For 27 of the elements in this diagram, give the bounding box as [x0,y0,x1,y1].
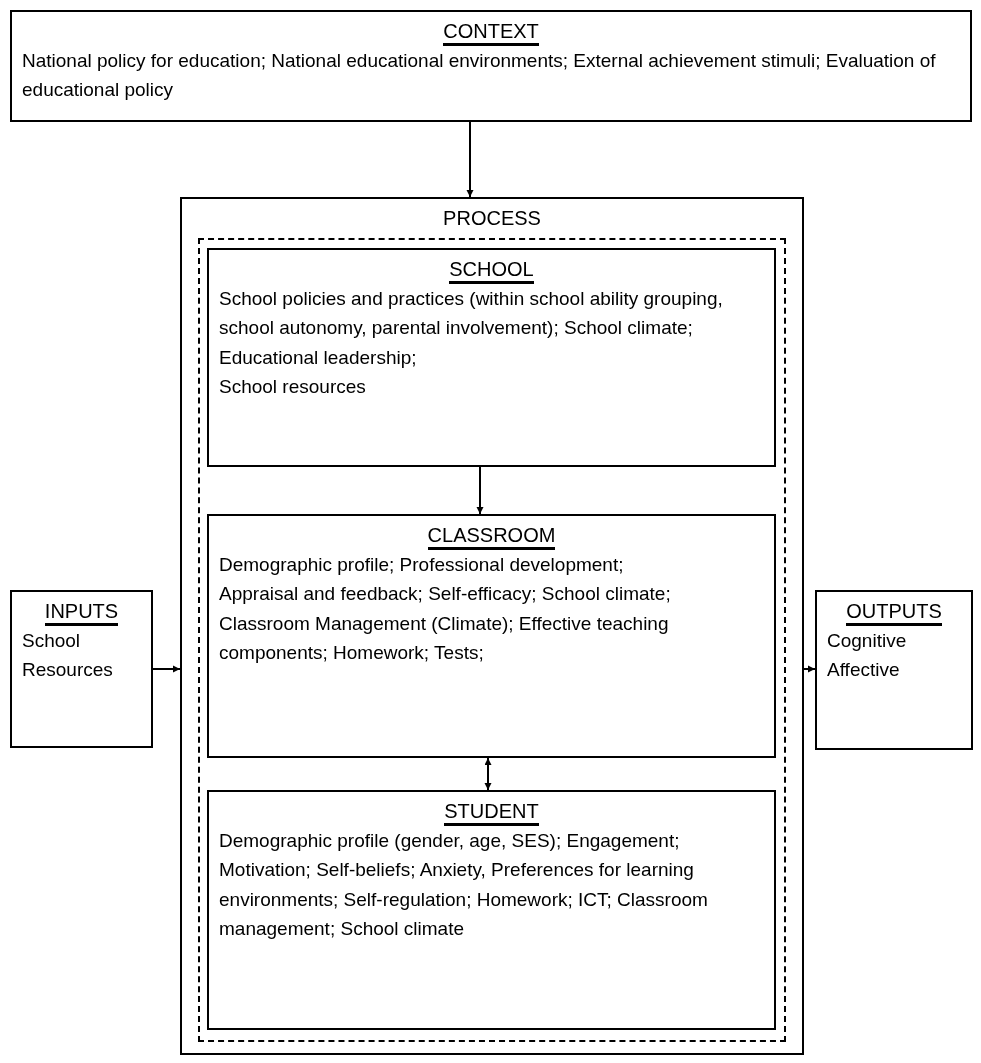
arrow [484,757,492,791]
body-text: School policies and practices (within school ability grouping, school autonomy, parental involvement); School climate; Educational leadership; [219,287,724,370]
heading: SCHOOL [449,258,534,284]
body-text: Demographic profile (gender, age, SES); Engagement; Motivation; Self-beliefs; Anxiety, Preferences for learning environments; Self-regulation; Homework; ICT; Classroom management; School climate [219,829,709,942]
arrow [466,121,474,198]
arrow [476,466,484,515]
inputs-box [10,590,153,748]
body-text: Demographic profile; Professional development; [219,553,625,577]
body-text: Appraisal and feedback; Self-efficacy; School climate; Classroom Management (Climate); Effective teaching components; Homework; Tests; [219,582,672,666]
body-text: School resources [219,375,367,400]
outputs-box [815,590,973,750]
school-box [207,248,776,467]
heading: STUDENT [444,800,539,826]
arrow [152,665,181,673]
body-text: Affective [827,658,901,683]
body-text: National policy for education; National educational environments; External achievement stimuli; Evaluation of educational policy [22,49,937,103]
heading: INPUTS [44,600,119,626]
body-text: Cognitive [827,629,908,653]
heading: CLASSROOM [427,524,556,550]
arrow [803,665,816,673]
context-box [10,10,972,122]
heading: PROCESS [443,207,541,230]
heading: CONTEXT [443,20,539,46]
body-text: School Resources [22,629,114,683]
classroom-box [207,514,776,758]
student-box [207,790,776,1030]
heading: OUTPUTS [846,600,942,626]
